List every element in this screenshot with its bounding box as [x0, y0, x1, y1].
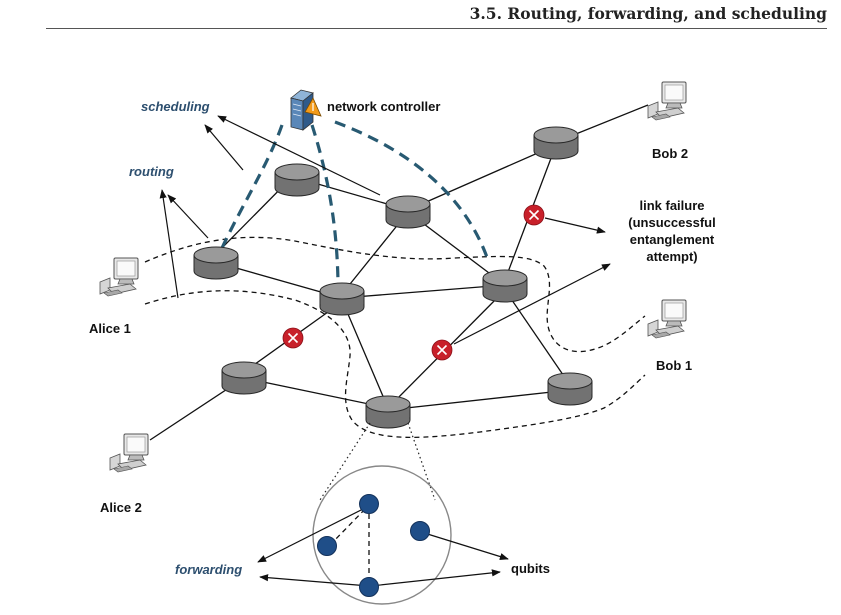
server-icon	[290, 89, 322, 131]
router-icon	[221, 361, 267, 395]
bob1-label: Bob 1	[656, 358, 692, 373]
link-r3-r9	[407, 144, 557, 211]
route-path-upper	[144, 236, 646, 353]
qubits-label: qubits	[511, 561, 550, 576]
link-failure-icon	[282, 327, 304, 349]
router-icon	[193, 246, 239, 280]
controller-links	[220, 120, 490, 283]
label-arrows	[159, 115, 611, 345]
router-icon	[533, 126, 579, 160]
computer-icon	[647, 299, 687, 339]
computer-icon	[99, 257, 139, 297]
qubit-icon	[359, 494, 379, 514]
routing-label: routing	[129, 164, 174, 179]
svg-text:entanglement: entanglement	[630, 232, 715, 247]
link-failure-icon	[431, 339, 453, 361]
qubit-icon	[317, 536, 337, 556]
link-r5-r7	[504, 289, 571, 386]
router-icon	[274, 163, 320, 197]
router-icon	[385, 195, 431, 229]
qubit-icon	[410, 521, 430, 541]
computer-icon	[647, 81, 687, 121]
page-header: 3.5. Routing, forwarding, and scheduling	[469, 4, 827, 23]
qubit-icon	[359, 577, 379, 597]
link-r4-r8	[341, 299, 389, 409]
router-icon	[482, 269, 528, 303]
scheduling-label: scheduling	[141, 99, 210, 114]
link-r6-r8	[243, 377, 389, 409]
link-failure-label: link failure (unsuccessful entanglement …	[628, 198, 715, 264]
router-icon	[547, 372, 593, 406]
svg-text:(unsuccessful: (unsuccessful	[628, 215, 715, 230]
computer-icon	[109, 433, 149, 473]
route-path-lower	[144, 290, 646, 438]
alice2-label: Alice 2	[100, 500, 142, 515]
router-icon	[365, 395, 411, 429]
bob2-label: Bob 2	[652, 146, 688, 161]
header-rule	[46, 28, 827, 29]
svg-text:attempt): attempt)	[646, 249, 697, 264]
link-failure-icon	[523, 204, 545, 226]
router-zoom-view	[257, 422, 509, 605]
svg-text:link failure: link failure	[639, 198, 704, 213]
network-controller-label: network controller	[327, 99, 440, 114]
link-r4-r5	[341, 284, 506, 299]
forwarding-label: forwarding	[175, 562, 242, 577]
link-r7-r8	[387, 389, 571, 411]
alice1-label: Alice 1	[89, 321, 131, 336]
router-icon	[319, 282, 365, 316]
routers	[193, 126, 593, 429]
